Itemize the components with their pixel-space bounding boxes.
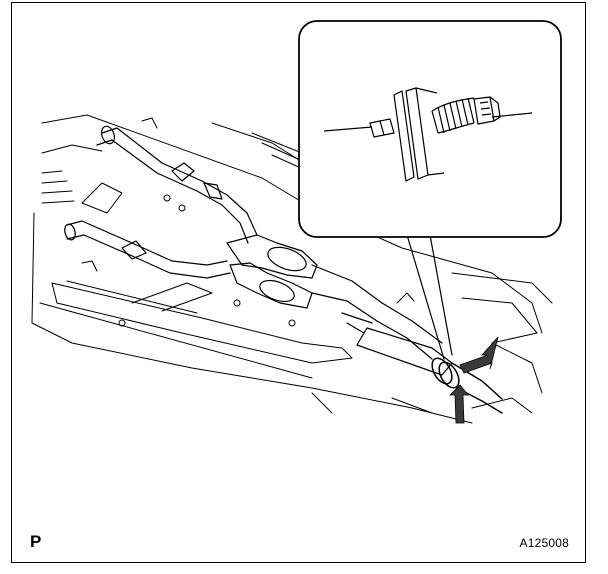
detail-callout-bubble bbox=[298, 20, 562, 238]
callout-leader bbox=[406, 234, 453, 360]
underbody-floor bbox=[31, 114, 553, 424]
exhaust-pipe-diagram bbox=[31, 20, 562, 424]
corner-mark: P bbox=[30, 532, 42, 551]
center-exhaust-pipe bbox=[341, 302, 453, 376]
flange-plate-front bbox=[393, 90, 415, 182]
arrow-icon bbox=[459, 336, 499, 374]
spring-icon bbox=[431, 97, 475, 134]
figure-frame: P A125008 bbox=[11, 2, 586, 563]
hanger-details bbox=[81, 117, 415, 327]
arrow-icon-lower bbox=[449, 384, 469, 424]
figure-id-label: A125008 bbox=[519, 536, 569, 550]
front-pipe-right bbox=[64, 220, 231, 279]
front-pipe-left bbox=[96, 125, 258, 244]
catalytic-converter-section bbox=[226, 234, 383, 322]
bolt-centerline bbox=[323, 126, 373, 132]
